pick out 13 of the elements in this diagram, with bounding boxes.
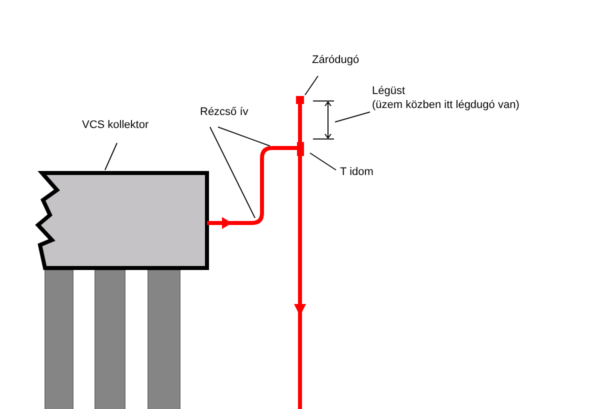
leader-line: [218, 126, 270, 146]
part-label: (üzem közben itt légdugó van): [372, 98, 520, 112]
leader-line: [210, 126, 256, 218]
part-label: Rézcső ív: [200, 105, 248, 119]
leader-line: [304, 76, 318, 96]
part-label: Légüst: [372, 84, 406, 98]
part-label: T idom: [340, 165, 374, 179]
part-label: VCS kollektor: [82, 118, 149, 132]
leader-line: [310, 152, 336, 170]
collector-box: [35, 171, 209, 270]
part-label: Záródugó: [312, 53, 360, 67]
leader-line: [334, 112, 370, 122]
leader-line: [104, 142, 118, 170]
